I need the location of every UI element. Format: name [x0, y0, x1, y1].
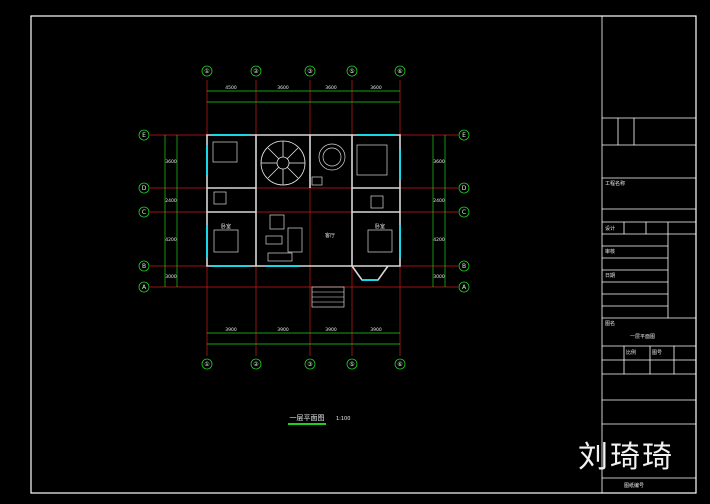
spiral-stair: [260, 140, 306, 186]
col-top-5: ⑥: [397, 68, 402, 75]
title-block-text: 工程名称 图名 一层平面图 设计 审核 日期 比例 图号 图纸编号: [605, 180, 662, 489]
dim-right-2: 2400: [433, 198, 445, 204]
row-right-B: B: [462, 263, 466, 270]
dim-bottom-2: 3900: [277, 327, 289, 333]
label-drawing-name: 图名: [605, 320, 615, 327]
plan-title: 一层平面图: [290, 414, 325, 422]
dim-top-2: 3600: [277, 85, 289, 91]
room-living: 客厅: [325, 232, 335, 239]
plan-scale: 1:100: [336, 416, 350, 422]
label-designer: 设计: [605, 225, 615, 232]
title-footer: 图纸编号: [624, 482, 644, 489]
dim-bottom-1: 3900: [225, 327, 237, 333]
value-drawing-name: 一层平面图: [630, 334, 655, 340]
col-top-2: ②: [253, 68, 259, 75]
dim-top-3: 3600: [325, 85, 337, 91]
title-block: [601, 16, 696, 493]
row-left-C: C: [142, 209, 146, 216]
dim-right-1: 3600: [433, 159, 445, 165]
label-sheet: 图号: [652, 350, 662, 356]
row-right-D: D: [462, 185, 467, 192]
dim-left-4: 3000: [165, 274, 177, 280]
col-bottom-5: ⑥: [397, 361, 402, 368]
walls: [206, 134, 401, 281]
furniture: [212, 141, 393, 308]
label-date: 日期: [605, 273, 615, 279]
dim-right-4: 3000: [433, 274, 445, 280]
dim-top-1: 4500: [225, 85, 237, 91]
axis-grid: [150, 80, 458, 356]
room-bedroom-right: 卧室: [375, 223, 385, 230]
signature: 刘琦琦: [578, 440, 674, 475]
dimension-lines: [164, 90, 446, 345]
row-left-E: E: [142, 132, 146, 139]
dim-left-3: 4200: [165, 237, 177, 243]
entry-steps: [312, 291, 344, 303]
dimension-text: 4500 3600 3600 3600 3900 3900 3900 3900 …: [165, 85, 445, 333]
dim-left-1: 3600: [165, 159, 177, 165]
row-right-E: E: [462, 132, 466, 139]
windows: [206, 134, 401, 281]
label-checker: 审核: [605, 248, 615, 255]
row-left-B: B: [142, 263, 146, 270]
dim-left-2: 2400: [165, 198, 177, 204]
room-labels: 客厅 卧室 卧室: [221, 223, 385, 239]
dim-top-4: 3600: [370, 85, 382, 91]
col-top-1: ①: [204, 68, 209, 75]
row-right-C: C: [462, 209, 466, 216]
label-scale: 比例: [626, 349, 636, 356]
col-bottom-2: ②: [253, 361, 259, 368]
dim-right-3: 4200: [433, 237, 445, 243]
axis-labels: ① ② ③ ⑤ ⑥ ① ② ③ ⑤ ⑥ E D C B A E D C B A: [142, 68, 467, 368]
col-bottom-3: ③: [307, 361, 312, 368]
outer-frame: [30, 15, 697, 494]
axis-bubbles: [138, 65, 470, 370]
dim-bottom-4: 3900: [370, 327, 382, 333]
label-project: 工程名称: [605, 180, 625, 187]
col-top-3: ③: [307, 68, 312, 75]
col-top-4: ⑤: [349, 68, 354, 75]
col-bottom-4: ⑤: [349, 361, 354, 368]
row-left-A: A: [142, 284, 147, 291]
row-right-A: A: [462, 284, 467, 291]
col-bottom-1: ①: [204, 361, 209, 368]
room-bedroom-left: 卧室: [221, 223, 231, 230]
row-left-D: D: [142, 185, 147, 192]
dim-bottom-3: 3900: [325, 327, 337, 333]
